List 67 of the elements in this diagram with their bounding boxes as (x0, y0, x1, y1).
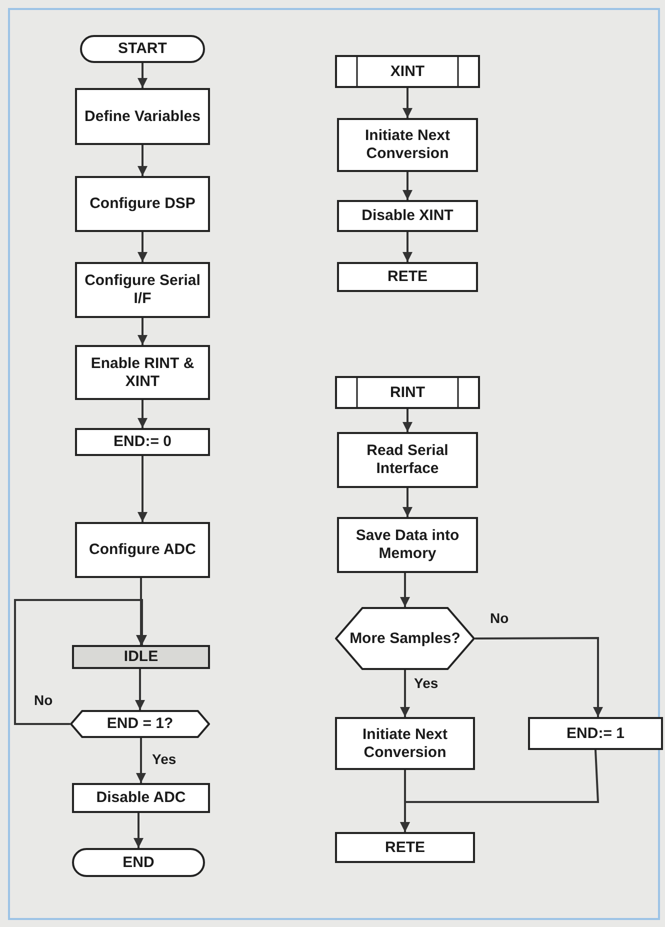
node-text: END:= 0 (112, 433, 172, 451)
arrow (138, 145, 148, 176)
terminal-shape (80, 35, 205, 63)
node-text: Configure Serial I/F (84, 272, 202, 308)
arrow (402, 88, 412, 118)
process-box (75, 522, 210, 578)
process-box (337, 262, 478, 292)
process-box (335, 717, 475, 770)
process-box (75, 176, 210, 232)
process-box (337, 118, 478, 172)
node-text: START (117, 40, 168, 58)
arrow (475, 637, 603, 717)
node-text: Save Data into Memory (354, 527, 460, 563)
arrow (134, 813, 144, 848)
process-box (337, 517, 478, 573)
process-box (72, 783, 210, 813)
node-text: More Samples? (348, 630, 462, 648)
edge-label: No (32, 692, 55, 708)
process-box (528, 717, 663, 750)
node-text: Read Serial Interface (366, 442, 450, 478)
arrow (136, 738, 146, 783)
node-text: Configure ADC (88, 541, 197, 559)
process-box (337, 432, 478, 488)
subroutine-box (335, 376, 480, 409)
process-box (72, 645, 210, 669)
node-text: END = 1? (106, 715, 174, 733)
arrow (138, 400, 148, 428)
decision-hexagon (70, 710, 210, 738)
node-text: RETE (384, 838, 426, 856)
node-text: END (122, 854, 156, 872)
process-box (337, 200, 478, 232)
arrow (135, 669, 145, 710)
edge-label: Yes (412, 675, 440, 691)
subroutine-box (335, 55, 480, 88)
process-box (75, 262, 210, 318)
node-text: RETE (386, 268, 428, 286)
process-box (75, 345, 210, 400)
node-text: Disable XINT (360, 207, 454, 225)
process-box (335, 832, 475, 863)
node-text: IDLE (122, 648, 160, 666)
node-text: RINT (389, 384, 426, 402)
arrow (400, 573, 410, 607)
arrow (400, 750, 600, 832)
arrow (138, 456, 148, 522)
arrow (138, 63, 148, 88)
arrow (402, 409, 412, 432)
node-text: Disable ADC (95, 789, 187, 807)
arrow (402, 232, 412, 262)
decision-hexagon (335, 607, 475, 670)
edge-label: No (488, 610, 511, 626)
arrow (138, 232, 148, 262)
process-box (75, 428, 210, 456)
node-text: Initiate Next Conversion (364, 127, 452, 163)
node-text: Configure DSP (88, 195, 196, 213)
arrow (402, 488, 412, 517)
arrow (138, 318, 148, 345)
node-text: Define Variables (84, 108, 202, 126)
terminal-shape (72, 848, 205, 877)
node-text: Initiate Next Conversion (361, 726, 449, 762)
arrow (402, 172, 412, 200)
node-text: END:= 1 (566, 724, 626, 742)
edge-label: Yes (150, 751, 178, 767)
node-text: Enable RINT & XINT (90, 354, 196, 390)
arrow (400, 670, 410, 717)
arrow (14, 599, 147, 725)
node-text: XINT (389, 62, 426, 80)
process-box (75, 88, 210, 145)
